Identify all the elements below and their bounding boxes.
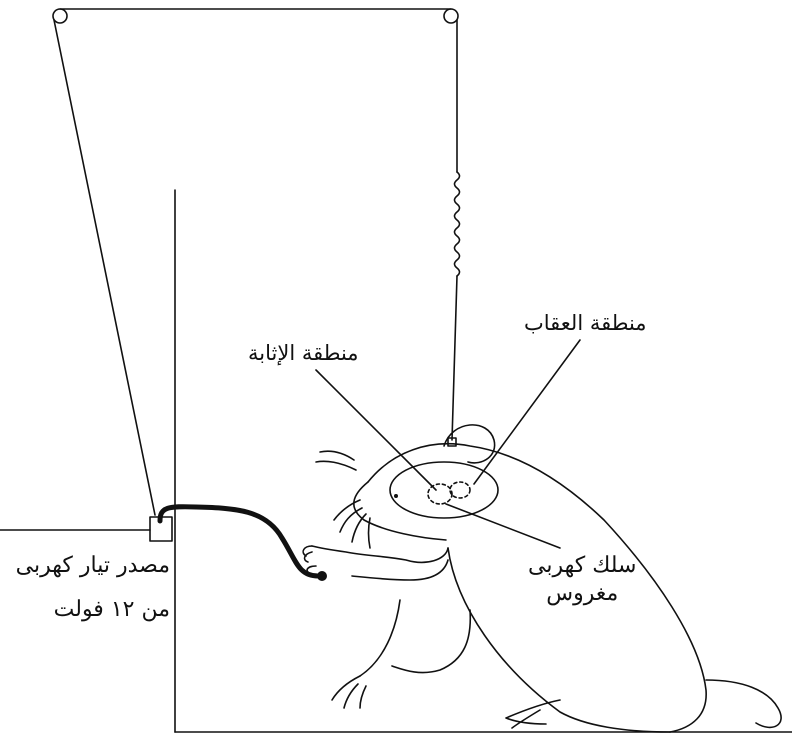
spring-icon (455, 172, 460, 276)
whisker (369, 518, 371, 548)
brain-regions (428, 482, 470, 504)
implanted-wire-label: سلك كهربى مغروس (528, 555, 636, 611)
head-lead-wire (452, 276, 457, 440)
rat-lower-foreleg (360, 600, 400, 676)
punishment-region-marker (450, 482, 470, 498)
brain-outline (390, 462, 498, 518)
whisker (316, 461, 356, 470)
rat-hind-foot (506, 700, 560, 728)
reward-area-label: منطقة الإثابة (248, 343, 359, 364)
implanted-wire-label-line2: مغروس (528, 583, 636, 605)
implanted-wire-label-line1: سلك كهربى (528, 555, 636, 577)
power-source-label: مصدر تيار كهربى من ١٢ فولت (4, 555, 170, 643)
cable-pulley-system (53, 9, 460, 515)
box-walls (0, 190, 792, 732)
lever-cable (160, 507, 318, 576)
lever-knob (317, 571, 327, 581)
rat-head-outline (354, 482, 446, 540)
right-pulley-icon (444, 9, 458, 23)
rat-tail (706, 680, 781, 727)
whiskers (316, 451, 370, 548)
lever-assembly (160, 507, 327, 581)
wire-leader (446, 504, 560, 548)
power-source-label-line2: من ١٢ فولت (4, 599, 170, 621)
whisker (340, 508, 362, 532)
rat-foreleg-lower (352, 560, 448, 580)
power-source-label-line1: مصدر تيار كهربى (4, 555, 170, 577)
whisker (320, 451, 354, 460)
left-descending-cable (54, 20, 155, 515)
rat-foreleg-outline (312, 546, 448, 562)
rat-paw-left (332, 676, 366, 708)
rat-eye (394, 494, 398, 498)
punishment-leader (474, 340, 580, 484)
whisker (352, 514, 366, 542)
punishment-area-label: منطقة العقاب (524, 313, 647, 334)
reward-region-marker (428, 484, 452, 504)
left-pulley-icon (53, 9, 67, 23)
rat-hind-leg (392, 610, 470, 673)
